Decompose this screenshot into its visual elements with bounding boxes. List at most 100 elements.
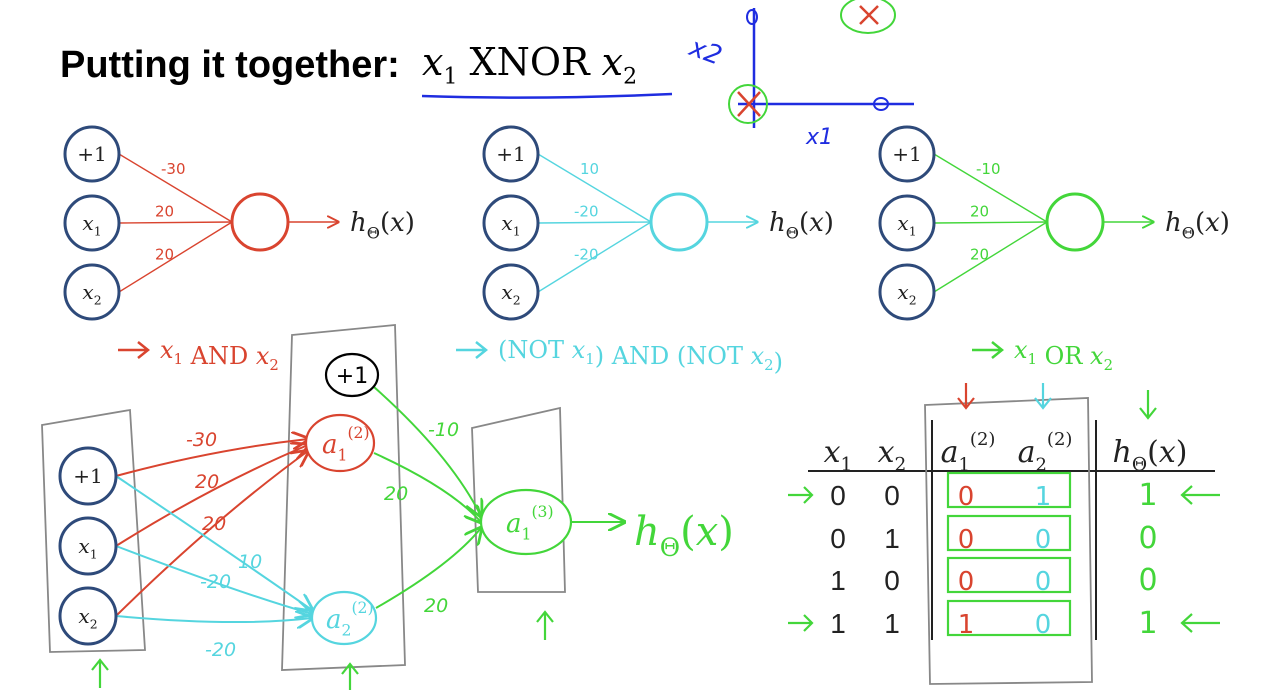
edge-1: [933, 221, 1048, 224]
weight-to-output: 20: [384, 483, 408, 505]
edge-to-a3: [375, 528, 481, 609]
weight-to-a1: -30: [186, 429, 217, 451]
edge-to-a1: [115, 451, 308, 617]
table-cell: 1: [1138, 606, 1157, 641]
layer-arrow: [91, 658, 109, 688]
red-cross-marker: [737, 91, 761, 117]
input-node-label: x2: [501, 280, 520, 308]
combined-input-node: [58, 586, 118, 646]
table-header: hΘ(x): [1113, 435, 1188, 475]
layer-arrow: [341, 662, 359, 690]
column-pointer-arrow: [1034, 383, 1052, 410]
caption-and: x1 AND x2: [160, 336, 279, 374]
table-header: x2: [878, 435, 907, 475]
input-node: [482, 194, 540, 252]
table-cell: 1: [830, 608, 846, 639]
output-label: hΘ(x): [350, 208, 415, 242]
weight-to-output: 20: [424, 595, 448, 617]
combined-input-label: x2: [78, 604, 97, 632]
gate-networks: -30 20 20 +1 x1 x2 hΘ(x) x1 AND x2 10 -20 -20 +1 x1 x…: [63, 125, 1230, 376]
weight-to-a1: 20: [202, 513, 226, 535]
input-node: [878, 125, 936, 183]
weight-label: -20: [574, 203, 599, 221]
weight-to-a2: -20: [200, 571, 231, 593]
table-cell: 0: [1035, 567, 1052, 597]
input-layer-box: [41, 408, 146, 653]
table-cell: 0: [884, 565, 900, 596]
hidden-bias-label: +1: [336, 364, 368, 389]
input-node-label: x1: [501, 211, 520, 239]
edge-to-a3: [373, 386, 481, 516]
edge-0: [537, 153, 652, 223]
hidden-bias-node: [324, 352, 380, 398]
layer-arrow: [536, 610, 554, 640]
table-cell: 1: [830, 565, 846, 596]
hidden-layer-box: [281, 324, 406, 671]
table-cell: 0: [958, 482, 975, 512]
weight-label: 20: [155, 203, 174, 221]
column-pointer-arrow: [1139, 390, 1157, 420]
network-nor: 10 -20 -20 +1 x1 x2 hΘ(x) (NOT x1) AND (NOT x2): [456, 125, 834, 376]
hidden-node-a1-label: a1(2): [322, 424, 370, 464]
combined-network: -30202010-20-20-102020+1x1x2+1a1(2)a2(2)…: [41, 324, 734, 690]
table-cell: 0: [1138, 521, 1157, 556]
output-label: hΘ(x): [1165, 208, 1230, 242]
row-pointer-left: [788, 614, 814, 632]
output-node-a3: [479, 488, 573, 556]
row-pointer-right: [1180, 613, 1220, 633]
input-node: [878, 263, 936, 321]
edge-0: [118, 153, 233, 223]
weight-label: 20: [970, 203, 989, 221]
weight-label: -30: [161, 160, 186, 178]
hidden-node-a2: [310, 590, 378, 646]
title-expression: x1 XNOR x2: [422, 40, 638, 90]
output-node: [230, 192, 290, 252]
table-cell: 0: [1138, 563, 1157, 598]
combined-input-label: +1: [73, 464, 102, 488]
title-underline: [421, 92, 673, 99]
caption-arrow: [456, 341, 489, 359]
input-node: [482, 263, 540, 321]
edge-2: [933, 221, 1048, 293]
input-node-label: x2: [82, 280, 101, 308]
row-pointer-left: [788, 486, 814, 504]
table-cell: 0: [1035, 610, 1052, 640]
hidden-node-a2-label: a2(2): [326, 599, 374, 639]
table-cell: 0: [1035, 525, 1052, 555]
input-node: [63, 125, 121, 183]
output-node: [1045, 192, 1105, 252]
edge-2: [118, 221, 233, 293]
input-node-label: +1: [496, 142, 525, 166]
caption-nor: (NOT x1) AND (NOT x2): [498, 336, 783, 376]
combined-output-label: hΘ(x): [634, 509, 734, 562]
weight-label: 10: [580, 160, 599, 178]
row-highlight: [946, 599, 1072, 637]
output-label: hΘ(x): [769, 208, 834, 242]
row-pointer-right: [1180, 485, 1220, 505]
table-cell: 1: [1138, 478, 1157, 513]
table-cell: 1: [958, 610, 975, 640]
axis-label-x1: x1: [805, 125, 833, 150]
hidden-columns-box: [924, 397, 1093, 685]
caption-arrow: [972, 341, 1005, 359]
row-highlight: [946, 471, 1072, 509]
input-node: [878, 194, 936, 252]
weight-label: -20: [574, 245, 599, 263]
weight-to-output: -10: [428, 419, 459, 441]
edge-0: [933, 153, 1048, 223]
combined-input-label: x1: [78, 534, 97, 562]
column-pointer-arrow: [957, 383, 975, 410]
edge-to-a2: [115, 545, 312, 614]
green-circle-marker: [728, 84, 768, 124]
table-header: x1: [824, 435, 853, 475]
table-cell: 0: [958, 567, 975, 597]
table-cell: 1: [1035, 482, 1052, 512]
table-cell: 0: [884, 480, 900, 511]
edge-2: [537, 221, 652, 293]
edge-to-a2: [115, 475, 312, 610]
input-node-label: +1: [892, 142, 921, 166]
input-node: [63, 194, 121, 252]
weight-label: -10: [976, 160, 1001, 178]
